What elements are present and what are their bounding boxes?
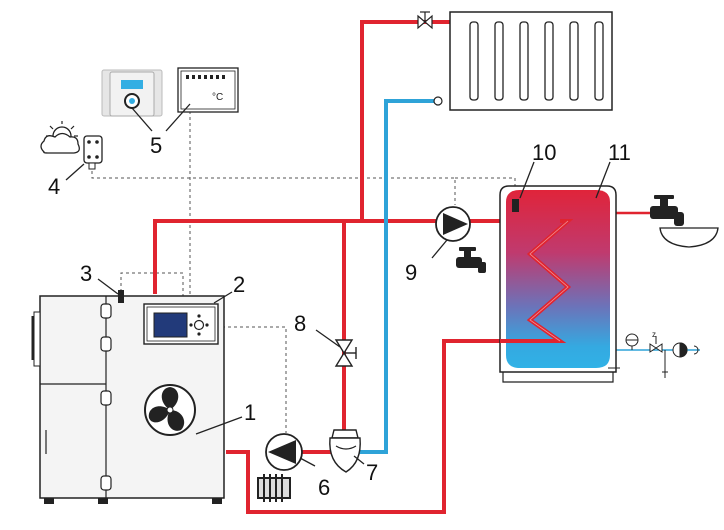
sink-icon (659, 227, 719, 248)
label-7: 7 (366, 460, 378, 485)
leader-lines (65, 103, 611, 467)
radiator-vent (433, 96, 443, 106)
outdoor-sensor (83, 135, 103, 170)
pump-6 (265, 433, 303, 471)
label-10: 10 (532, 140, 556, 165)
thermostat-unit: °C (212, 92, 223, 103)
pump-9 (435, 206, 471, 242)
radiator (449, 11, 613, 111)
boiler-controller (143, 303, 219, 345)
floor-heating-icon (257, 474, 291, 502)
component-labels: 1 2 3 4 5 6 7 8 9 10 11 (48, 133, 631, 500)
room-panel-screen (121, 80, 143, 89)
sensor-3-wire (120, 272, 184, 300)
label-8: 8 (294, 311, 306, 336)
tap-icon (650, 195, 684, 226)
svg-text:z: z (652, 330, 656, 339)
cold-inlet-fittings: z (625, 330, 699, 378)
dhw-tank (499, 185, 620, 383)
tank-sensor (512, 199, 519, 212)
tap-icon-2 (456, 247, 486, 273)
main-return-pipe (246, 339, 500, 514)
controller-screen (153, 312, 188, 338)
radiator-return-pipe (352, 99, 438, 454)
sun-cloud-icon (40, 121, 80, 154)
label-6: 6 (318, 475, 330, 500)
radiator-valve (417, 11, 433, 30)
boiler-sensor-3 (118, 290, 124, 303)
fan-icon (144, 384, 196, 436)
label-9: 9 (405, 260, 417, 285)
label-3: 3 (80, 261, 92, 286)
pump6-wire (222, 326, 287, 433)
valve-8 (334, 339, 357, 367)
controller-knob (193, 319, 205, 331)
label-2: 2 (233, 272, 245, 297)
room-thermostat: °C (177, 67, 239, 113)
room-panel (101, 69, 163, 117)
outdoor-sensor-wire (91, 171, 456, 205)
label-11: 11 (608, 140, 631, 165)
label-1: 1 (244, 400, 256, 425)
label-5: 5 (150, 133, 162, 158)
label-4: 4 (48, 174, 60, 199)
mixing-valve-7 (329, 429, 361, 473)
radiator-supply-pipe (360, 20, 450, 221)
